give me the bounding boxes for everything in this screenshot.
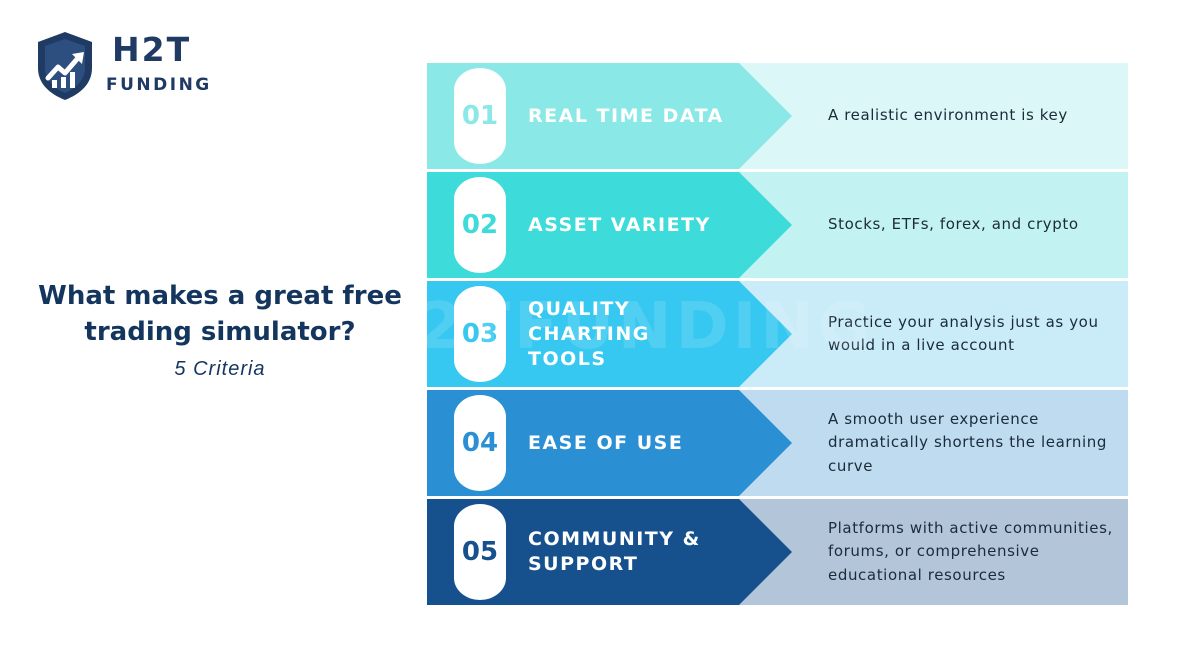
criterion-arrow — [427, 390, 792, 496]
page-subtitle: 5 Criteria — [174, 358, 266, 380]
page-title: What makes a great free trading simulato… — [38, 281, 402, 347]
criterion-row: 02 ASSET VARIETY Stocks, ETFs, forex, and … — [427, 172, 1128, 278]
criterion-row: 04 EASE OF USE A smooth user experience dr… — [427, 390, 1128, 496]
criterion-number: 01 — [454, 68, 506, 164]
criterion-label: QUALITY CHARTING TOOLS — [528, 297, 650, 370]
criterion-description: Platforms with active communities, forum… — [828, 518, 1113, 584]
shield-chart-icon — [38, 32, 92, 100]
criterion-number: 05 — [454, 504, 506, 600]
criterion-label: COMMUNITY & SUPPORT — [528, 528, 701, 575]
criteria-table: 01 REAL TIME DATA A realistic environment … — [427, 63, 1128, 608]
criterion-description: A smooth user experience dramatically sh… — [828, 409, 1107, 475]
criterion-description: A realistic environment is key — [828, 106, 1068, 125]
criterion-arrow — [427, 499, 792, 605]
criterion-number: 02 — [454, 177, 506, 273]
criterion-description: Practice your analysis just as you would… — [828, 312, 1099, 355]
criterion-label: EASE OF USE — [528, 431, 684, 454]
criterion-arrow — [427, 63, 792, 169]
criterion-label: REAL TIME DATA — [528, 104, 724, 127]
brand-name-top: H2T — [112, 30, 192, 69]
criterion-label: ASSET VARIETY — [528, 213, 711, 236]
criterion-arrow — [427, 281, 792, 387]
heading-block: What makes a great free trading simulato… — [20, 278, 420, 381]
criterion-description: Stocks, ETFs, forex, and crypto — [828, 215, 1079, 234]
brand-name-bottom: FUNDING — [106, 75, 212, 95]
criterion-row: 01 REAL TIME DATA A realistic environment … — [427, 63, 1128, 169]
criterion-row: 03 QUALITY CHARTING TOOLS Practice your an… — [427, 281, 1128, 387]
criterion-arrow — [427, 172, 792, 278]
brand-logo: H2T FUNDING — [34, 30, 234, 104]
criterion-number: 04 — [454, 395, 506, 491]
criterion-number: 03 — [454, 286, 506, 382]
criterion-row: 05 COMMUNITY & SUPPORT Platforms with acti… — [427, 499, 1128, 605]
